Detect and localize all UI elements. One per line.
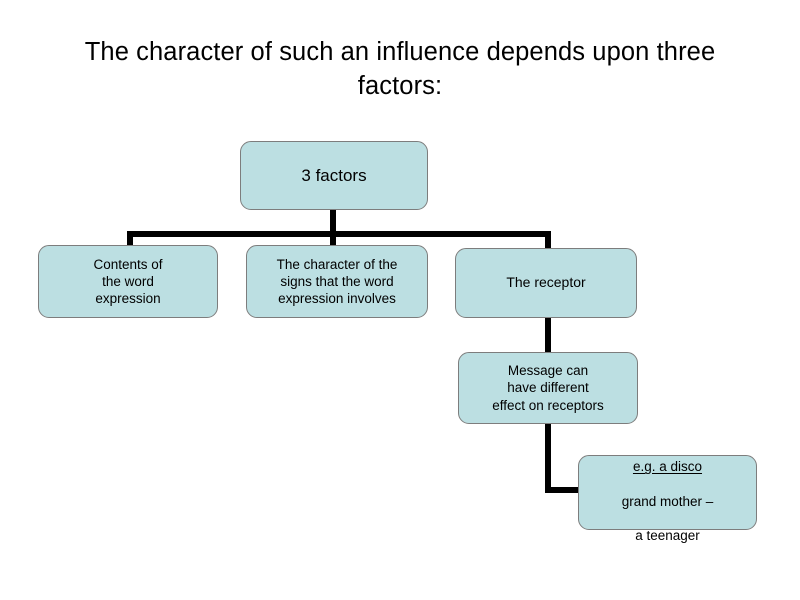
- connector-receptor-to-message: [545, 316, 551, 356]
- node-message-effect-on-receptors[interactable]: Message can have different effect on rec…: [458, 352, 638, 424]
- node-character-of-the-signs[interactable]: The character of the signs that the word…: [246, 245, 428, 318]
- node-the-receptor[interactable]: The receptor: [455, 248, 637, 318]
- connector-root-to-receptor: [545, 231, 551, 251]
- node-example-line-3: a teenager: [635, 527, 700, 543]
- node-receptor-label: The receptor: [506, 274, 586, 291]
- connector-root-to-contents: [127, 231, 133, 248]
- connector-horizontal-bus: [127, 231, 551, 237]
- node-example-line-2: grand mother –: [621, 493, 714, 509]
- page-title: The character of such an influence depen…: [84, 38, 716, 100]
- node-example-line-1: e.g. a disco: [632, 459, 703, 475]
- connector-root-to-character: [330, 231, 336, 248]
- connector-message-to-example-horizontal: [545, 487, 583, 493]
- node-3-factors[interactable]: 3 factors: [240, 141, 428, 210]
- node-contents-of-the-word-expression[interactable]: Contents of the word expression: [38, 245, 218, 318]
- node-example-disco-grandmother[interactable]: e.g. a disco grand mother – a teenager: [578, 455, 757, 543]
- connector-message-to-example-vertical: [545, 422, 551, 493]
- connector-root-stem: [330, 209, 336, 238]
- node-3-factors-label: 3 factors: [301, 165, 367, 185]
- node-character-label: The character of the signs that the word…: [276, 256, 398, 307]
- node-example-label-group: e.g. a disco grand mother – a teenager: [585, 441, 750, 544]
- node-message-label: Message can have different effect on rec…: [492, 363, 604, 413]
- node-contents-label: Contents of the word expression: [93, 256, 163, 307]
